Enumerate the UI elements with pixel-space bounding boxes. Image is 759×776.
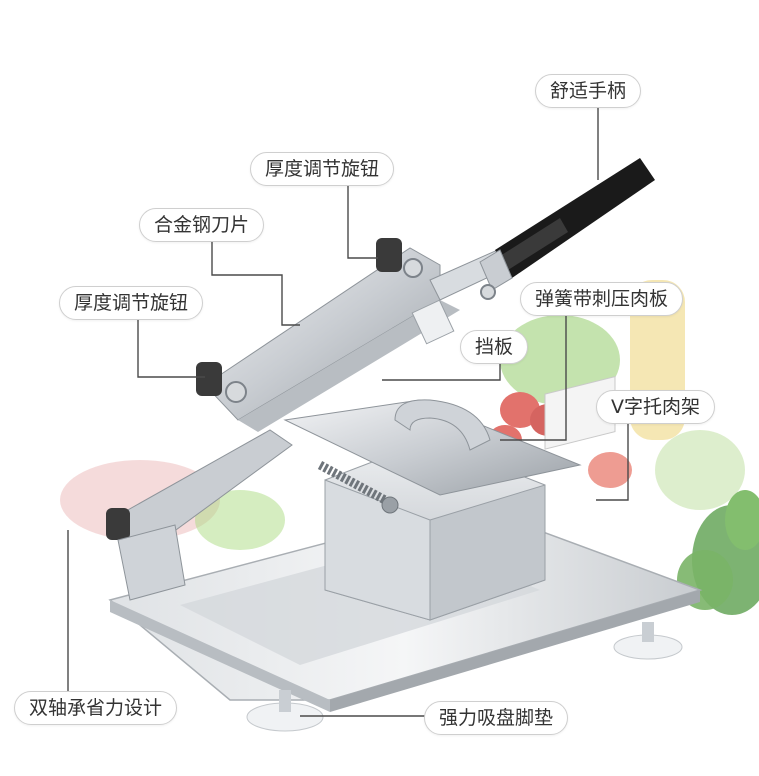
spring-press-plate — [283, 399, 582, 514]
v-holder — [324, 439, 546, 621]
label-spring-press-plate: 弹簧带刺压肉板 — [520, 282, 684, 316]
label-suction-feet: 强力吸盘脚垫 — [424, 701, 569, 735]
label-thickness-knob-left: 厚度调节旋钮 — [59, 286, 204, 320]
lever-arm — [109, 239, 526, 561]
label-baffle: 挡板 — [460, 330, 529, 364]
leader-lines — [67, 108, 629, 717]
label-dual-bearing: 双轴承省力设计 — [14, 691, 178, 725]
label-handle: 舒适手柄 — [535, 74, 642, 108]
suction-feet — [246, 622, 683, 732]
knobs — [106, 238, 496, 601]
label-alloy-blade: 合金钢刀片 — [139, 208, 265, 242]
label-thickness-knob-top: 厚度调节旋钮 — [250, 152, 395, 186]
label-v-holder: V字托肉架 — [596, 390, 715, 424]
handle — [479, 158, 655, 291]
